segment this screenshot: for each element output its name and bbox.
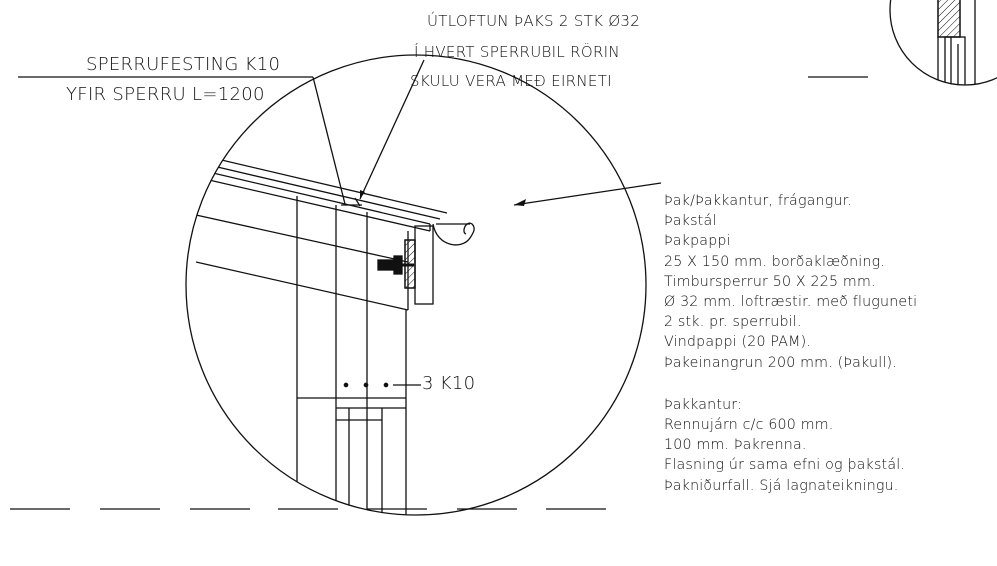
- vent-label-line2: Í HVERT SPERRUBIL RÖRIN: [414, 43, 620, 61]
- note-roof-item: Timbursperrur 50 X 225 mm.: [664, 273, 876, 290]
- specification-notes: Þak/Þakkantur, frágangur. Þakstál Þakpap…: [664, 191, 997, 496]
- note-eaves-item: 100 mm. Þakrenna.: [664, 437, 807, 454]
- rafter-fixing-leader: [312, 76, 346, 205]
- detail-circle: [185, 54, 647, 516]
- notes-arrowhead: [514, 199, 526, 206]
- note-roof-item: Þakpappi: [664, 233, 731, 250]
- rafter-fixing-label-line2: YFIR SPERRU L=1200: [66, 84, 265, 105]
- note-eaves-title: Þakkantur:: [664, 396, 743, 413]
- note-roof-item: 2 stk. pr. sperrubil.: [664, 314, 802, 331]
- vent-leader: [359, 59, 425, 200]
- nail-spec-label: 3 K10: [422, 373, 476, 394]
- vent-label-line3: SKULU VERA MEÐ EIRNETI: [410, 72, 612, 90]
- eaves-construction: [195, 153, 475, 515]
- vent-arrowhead: [360, 190, 365, 199]
- note-eaves-item: Rennujárn c/c 600 mm.: [664, 417, 834, 434]
- note-roof-item: Þakeinangrun 200 mm. (Þakull).: [664, 354, 897, 371]
- small-detail-circle: [889, 0, 997, 86]
- note-roof-item: Vindpappi (20 PAM).: [664, 334, 812, 351]
- notes-leader: [513, 182, 662, 206]
- note-eaves-item: Þakniðurfall. Sjá lagnateikningu.: [664, 477, 899, 494]
- note-roof-item: Ø 32 mm. loftræstir. með fluguneti: [664, 294, 918, 311]
- note-roof-title: Þak/Þakkantur, frágangur.: [664, 193, 853, 209]
- note-roof-item: 25 X 150 mm. borðaklæðning.: [664, 253, 886, 270]
- note-roof-item: Þakstál: [664, 213, 717, 230]
- vent-label-line1: ÚTLOFTUN ÞAKS 2 STK Ø32: [427, 12, 641, 30]
- rafter-fixing-label-line1: SPERRUFESTING K10: [86, 54, 281, 75]
- note-eaves-item: Flasning úr sama efni og þakstál.: [664, 457, 906, 474]
